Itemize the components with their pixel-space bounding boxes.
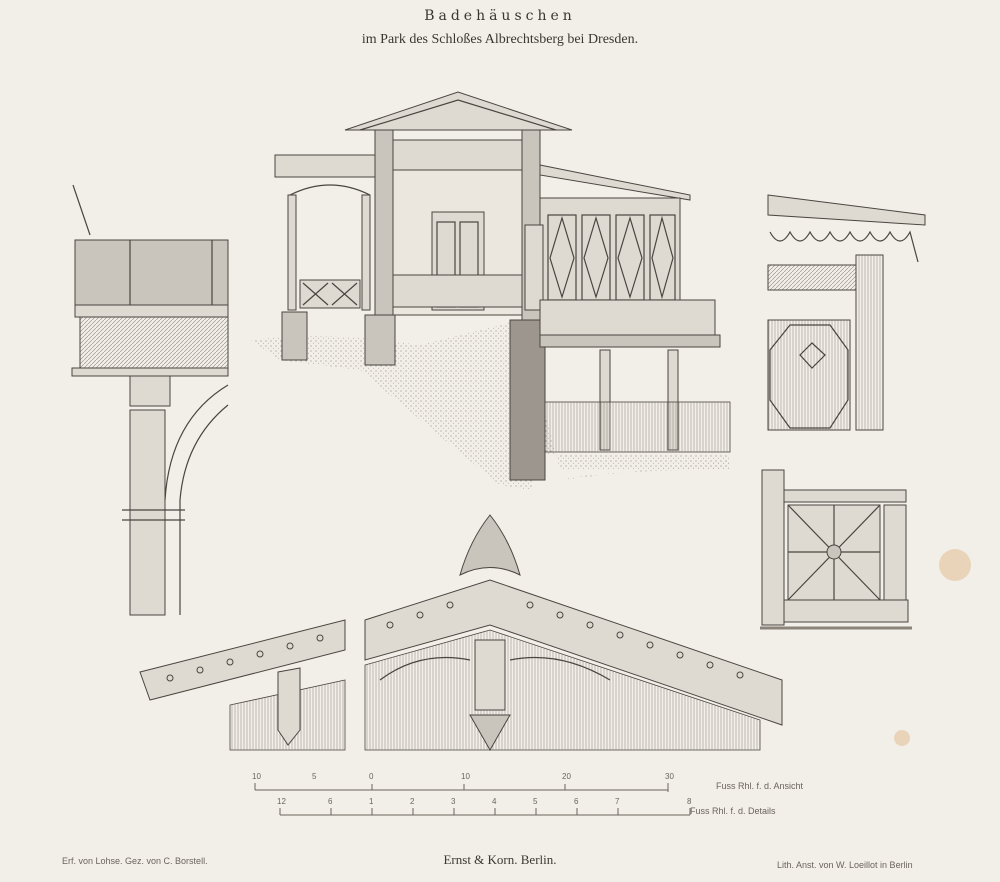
publisher: Ernst & Korn. Berlin.	[443, 852, 557, 867]
scale-tick-label: 5	[533, 797, 538, 806]
scale-tick-label: 0	[369, 772, 374, 781]
right-detail-eave-door	[767, 194, 926, 431]
left-detail-railing-column	[71, 184, 229, 616]
main-section-elevation	[250, 91, 731, 490]
scale-tick-label: 6	[328, 797, 333, 806]
scale-bars	[254, 783, 691, 816]
scale-tick-label: 20	[562, 772, 571, 781]
plate-title: Badehäuschen	[424, 8, 576, 24]
scale-tick-label: 7	[615, 797, 620, 806]
scale-tick-label: 5	[312, 772, 317, 781]
right-detail-railing-panel	[760, 469, 912, 630]
scale-tick-label: 10	[461, 772, 470, 781]
scale-tick-label: 10	[252, 772, 261, 781]
plate-subtitle: im Park des Schloßes Albrechtsberg bei D…	[361, 32, 639, 47]
scale-label-ansicht: Fuss Rhl. f. d. Ansicht	[716, 781, 804, 791]
credit-right: Lith. Anst. von W. Loeillot in Berlin	[777, 860, 913, 870]
scale-tick-label: 1	[369, 797, 374, 806]
scale-label-details: Fuss Rhl. f. d. Details	[690, 806, 776, 816]
scale-tick-label: 30	[665, 772, 674, 781]
gable-detail	[139, 514, 783, 752]
scale-tick-label: 8	[687, 797, 692, 806]
scale-tick-label: 4	[492, 797, 497, 806]
scale-tick-label: 6	[574, 797, 579, 806]
credit-left: Erf. von Lohse. Gez. von C. Borstell.	[62, 856, 208, 866]
scale-tick-label: 2	[410, 797, 415, 806]
scale-tick-label: 3	[451, 797, 456, 806]
paper-stains	[894, 549, 971, 746]
scale-tick-label: 12	[277, 797, 286, 806]
